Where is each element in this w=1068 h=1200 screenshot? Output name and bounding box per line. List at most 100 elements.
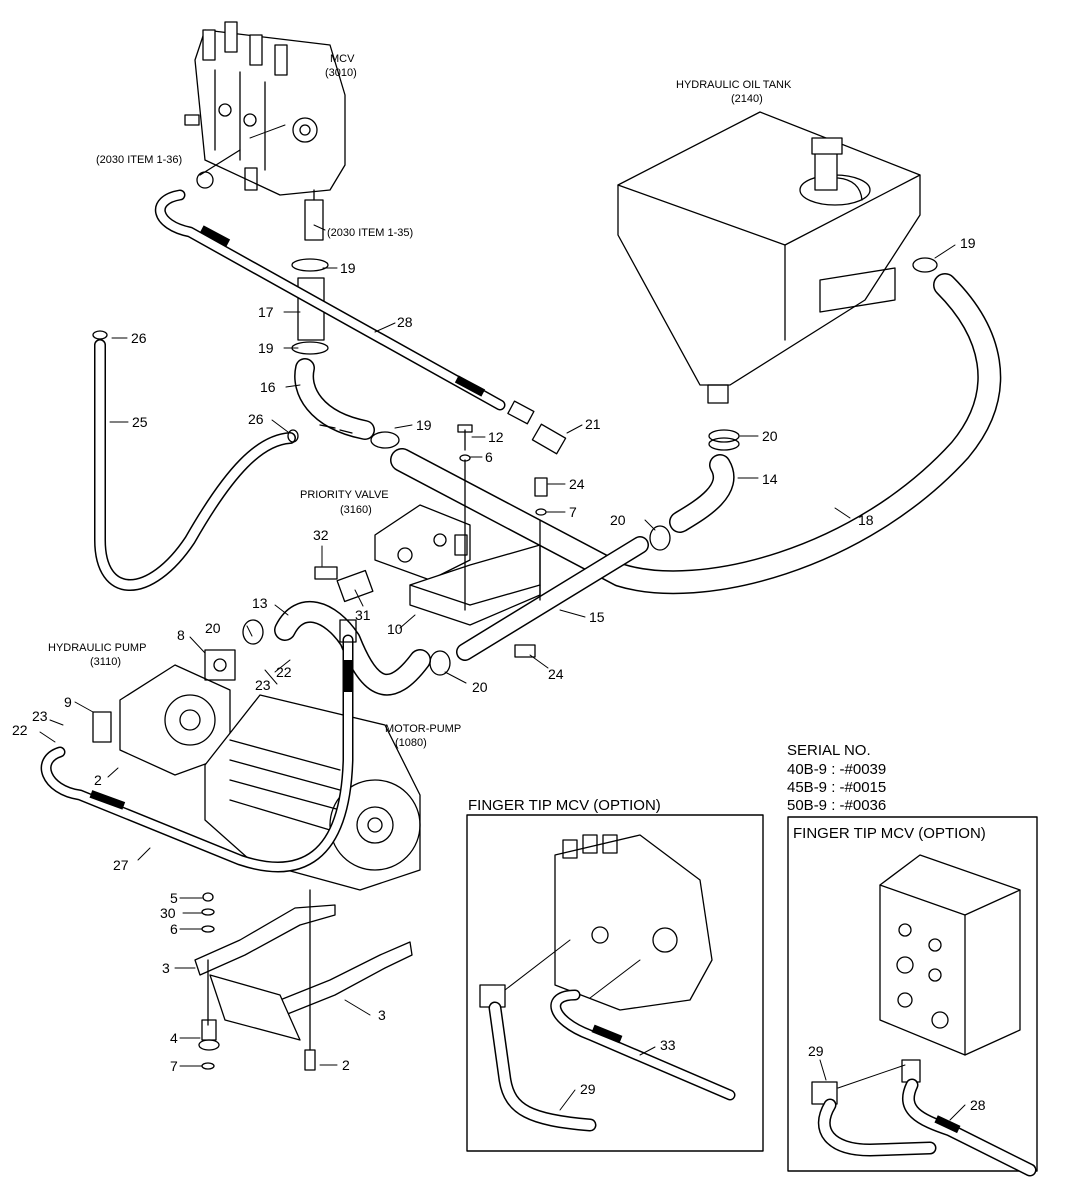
- callout-3: 3: [162, 960, 170, 976]
- finger-tip-mcv-2: [879, 854, 1021, 1056]
- motor-code: (1080): [395, 737, 427, 749]
- finger-tip-mcv-1: [554, 834, 713, 1011]
- fitting-32: [314, 566, 338, 580]
- item-1-36-label: (2030 ITEM 1-36): [96, 154, 182, 166]
- serial-line-2: 45B-9 : -#0015: [787, 779, 886, 796]
- clamp-19-lower: [370, 431, 400, 449]
- callout-27: 27: [113, 857, 129, 873]
- callout-18: 18: [858, 512, 874, 528]
- motor-title: MOTOR-PUMP: [385, 723, 461, 735]
- mcv-valve-assembly: [184, 21, 346, 241]
- callout-20: 20: [472, 679, 488, 695]
- callout-9: 9: [64, 694, 72, 710]
- mcv-code: (3010): [325, 67, 357, 79]
- callout-7: 7: [170, 1058, 178, 1074]
- serial-line-1: 40B-9 : -#0039: [787, 761, 886, 778]
- callout-6: 6: [170, 921, 178, 937]
- option-box-1: [466, 814, 764, 1152]
- callout-31: 31: [355, 607, 371, 623]
- tank-code: (2140): [731, 93, 763, 105]
- hose-25: [94, 339, 296, 591]
- hydraulic-oil-tank: [617, 111, 921, 404]
- fitting-31: [336, 569, 374, 603]
- callout-6: 6: [485, 449, 493, 465]
- callout-25: 25: [132, 414, 148, 430]
- callout-5: 5: [170, 890, 178, 906]
- clamp-26-mid: [287, 429, 299, 443]
- callout-20: 20: [610, 512, 626, 528]
- callout-14: 14: [762, 471, 778, 487]
- callout-7: 7: [569, 504, 577, 520]
- hose-28-box2: [901, 1059, 1037, 1177]
- callout-24: 24: [548, 666, 564, 682]
- callout-8: 8: [177, 627, 185, 643]
- callout-2: 2: [94, 772, 102, 788]
- callout-23: 23: [255, 677, 271, 693]
- callout-20: 20: [205, 620, 221, 636]
- option-box-1-title: FINGER TIP MCV (OPTION): [468, 797, 661, 814]
- callout-12: 12: [488, 429, 504, 445]
- hose-33: [550, 989, 736, 1101]
- callout-30: 30: [160, 905, 176, 921]
- clamp-19-top: [291, 258, 329, 272]
- serial-number-block: SERIAL NO. 40B-9 : -#0039 45B-9 : -#0015…: [787, 742, 886, 814]
- option-box-1-label-33: 33: [660, 1037, 676, 1053]
- hose-18: [390, 273, 1002, 595]
- callout-22: 22: [12, 722, 28, 738]
- part-callouts: 19 17 19 28 16 26 19 26 25 12 21 6 24 7 …: [12, 235, 976, 1074]
- callout-19: 19: [258, 340, 274, 356]
- serial-heading: SERIAL NO.: [787, 742, 871, 759]
- pump-code: (3110): [90, 656, 121, 668]
- priority-valve-code: (3160): [340, 504, 372, 516]
- leader-lines: [39, 124, 966, 1121]
- tank-title: HYDRAULIC OIL TANK: [676, 79, 792, 91]
- option-box-2-label-28: 28: [970, 1097, 986, 1113]
- fitting-21: [531, 423, 567, 455]
- callout-10: 10: [387, 621, 403, 637]
- callout-28: 28: [397, 314, 413, 330]
- callout-19: 19: [416, 417, 432, 433]
- pipe-15: [456, 536, 649, 661]
- hose-28: [154, 189, 535, 425]
- mcv-title: MCV: [330, 53, 355, 65]
- option-box-2: [787, 816, 1038, 1172]
- callout-13: 13: [252, 595, 268, 611]
- option-box-2-title: FINGER TIP MCV (OPTION): [793, 825, 986, 842]
- callout-17: 17: [258, 304, 274, 320]
- hose-14: [669, 454, 735, 533]
- callout-15: 15: [589, 609, 605, 625]
- callout-23: 23: [32, 708, 48, 724]
- callout-4: 4: [170, 1030, 178, 1046]
- callout-2: 2: [342, 1057, 350, 1073]
- title-labels: MCV (3010) (2030 ITEM 1-36) (2030 ITEM 1…: [48, 53, 792, 749]
- callout-32: 32: [313, 527, 329, 543]
- callout-26: 26: [131, 330, 147, 346]
- hose-29-box1: [479, 984, 597, 1132]
- hose-27: [40, 619, 357, 873]
- callout-3: 3: [378, 1007, 386, 1023]
- pump-title: HYDRAULIC PUMP: [48, 642, 146, 654]
- hose-29-box2: [811, 1081, 937, 1157]
- clamp-26-top: [92, 330, 108, 340]
- callout-16: 16: [260, 379, 276, 395]
- callout-19: 19: [960, 235, 976, 251]
- serial-line-3: 50B-9 : -#0036: [787, 797, 886, 814]
- option-box-2-label-29: 29: [808, 1043, 824, 1059]
- priority-valve-title: PRIORITY VALVE: [300, 489, 389, 501]
- callout-22: 22: [276, 664, 292, 680]
- priority-valve: [374, 504, 471, 581]
- mount-brackets: [194, 889, 413, 1071]
- callout-19: 19: [340, 260, 356, 276]
- motor-pump: [204, 694, 421, 891]
- clamp-19-tank: [912, 257, 938, 273]
- hydraulic-pump: [92, 649, 236, 776]
- callout-24: 24: [569, 476, 585, 492]
- clamp-20-right: [649, 525, 671, 551]
- callout-20: 20: [762, 428, 778, 444]
- option-box-1-label-29: 29: [580, 1081, 596, 1097]
- item-1-35-label: (2030 ITEM 1-35): [327, 227, 413, 239]
- option-box-texts: FINGER TIP MCV (OPTION) 33 29 FINGER TIP…: [468, 797, 986, 1113]
- callout-21: 21: [585, 416, 601, 432]
- callout-26: 26: [248, 411, 264, 427]
